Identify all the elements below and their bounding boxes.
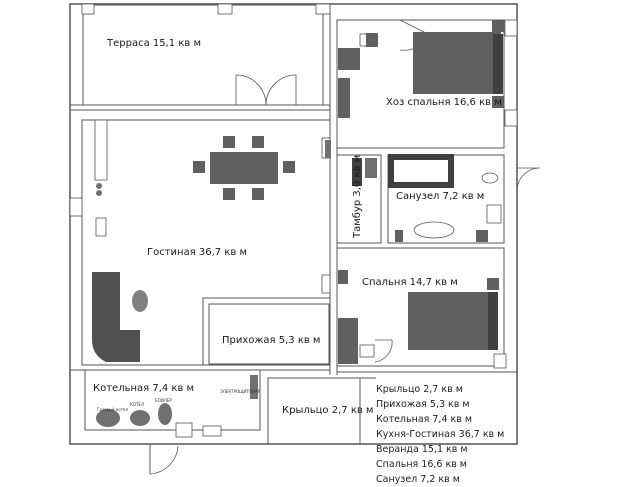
master-bedroom-area [336, 19, 505, 149]
room-label-hall: Прихожая 5,3 кв м [222, 335, 321, 346]
bathtub [388, 154, 454, 188]
bedroom2-door [374, 339, 393, 363]
electrical-panel [250, 375, 258, 399]
sink [413, 221, 455, 239]
room-label-porch: Крыльцо 2,7 кв м [282, 405, 374, 416]
entrance-door [149, 444, 179, 475]
terrace-door [235, 74, 267, 106]
legend-item: Веранда 15,1 кв м [376, 444, 468, 455]
gas-boiler-label: Газовый котел [97, 407, 129, 412]
boiler-label-a: КОТЕЛ [130, 402, 144, 407]
room-label-bedroom: Спальня 14,7 кв м [362, 277, 458, 288]
double-bed [413, 32, 501, 94]
kitchen-counter [94, 119, 108, 181]
room-label-vestibule: Тамбур 3,0 кв м [352, 154, 363, 238]
dining-table [210, 152, 278, 184]
chair [193, 161, 205, 173]
room-label-master-bedroom: Хоз спальня 16,6 кв м [386, 97, 502, 108]
sofa [92, 272, 140, 362]
boiler-room-area [84, 369, 261, 431]
legend-item: Крыльцо 2,7 кв м [376, 384, 463, 395]
bedroom-area [336, 247, 505, 367]
room-label-boiler: Котельная 7,4 кв м [93, 383, 195, 394]
legend-item: Кухня-Гостиная 36,7 кв м [376, 429, 505, 440]
room-label-bathroom: Санузел 7,2 кв м [396, 191, 485, 202]
panel-label: ЭЛЕКТРОЩИТОВАЯ [220, 389, 261, 394]
terrace-area [82, 4, 324, 106]
chair [283, 161, 295, 173]
bathroom-door [516, 167, 541, 192]
legend-item: Прихожая 5,3 кв м [376, 399, 470, 410]
chair [252, 188, 264, 200]
round-table [132, 290, 148, 312]
bed [408, 292, 496, 350]
chair [223, 188, 235, 200]
chair [223, 136, 235, 148]
vestibule-area [336, 154, 382, 244]
area-legend: Крыльцо 2,7 кв м Прихожая 5,3 кв м Котел… [376, 382, 504, 487]
porch-area [267, 377, 361, 445]
room-label-living: Гостиная 36,7 кв м [147, 247, 247, 258]
hall-area [202, 297, 331, 366]
legend-item: Котельная 7,4 кв м [376, 414, 473, 425]
legend-item: Спальня 16,6 кв м [376, 459, 467, 470]
boiler [96, 409, 120, 427]
chair [252, 136, 264, 148]
boiler-label-b: БОЙЛЕР [155, 398, 172, 403]
room-label-terrace: Терраса 15,1 кв м [107, 38, 201, 49]
